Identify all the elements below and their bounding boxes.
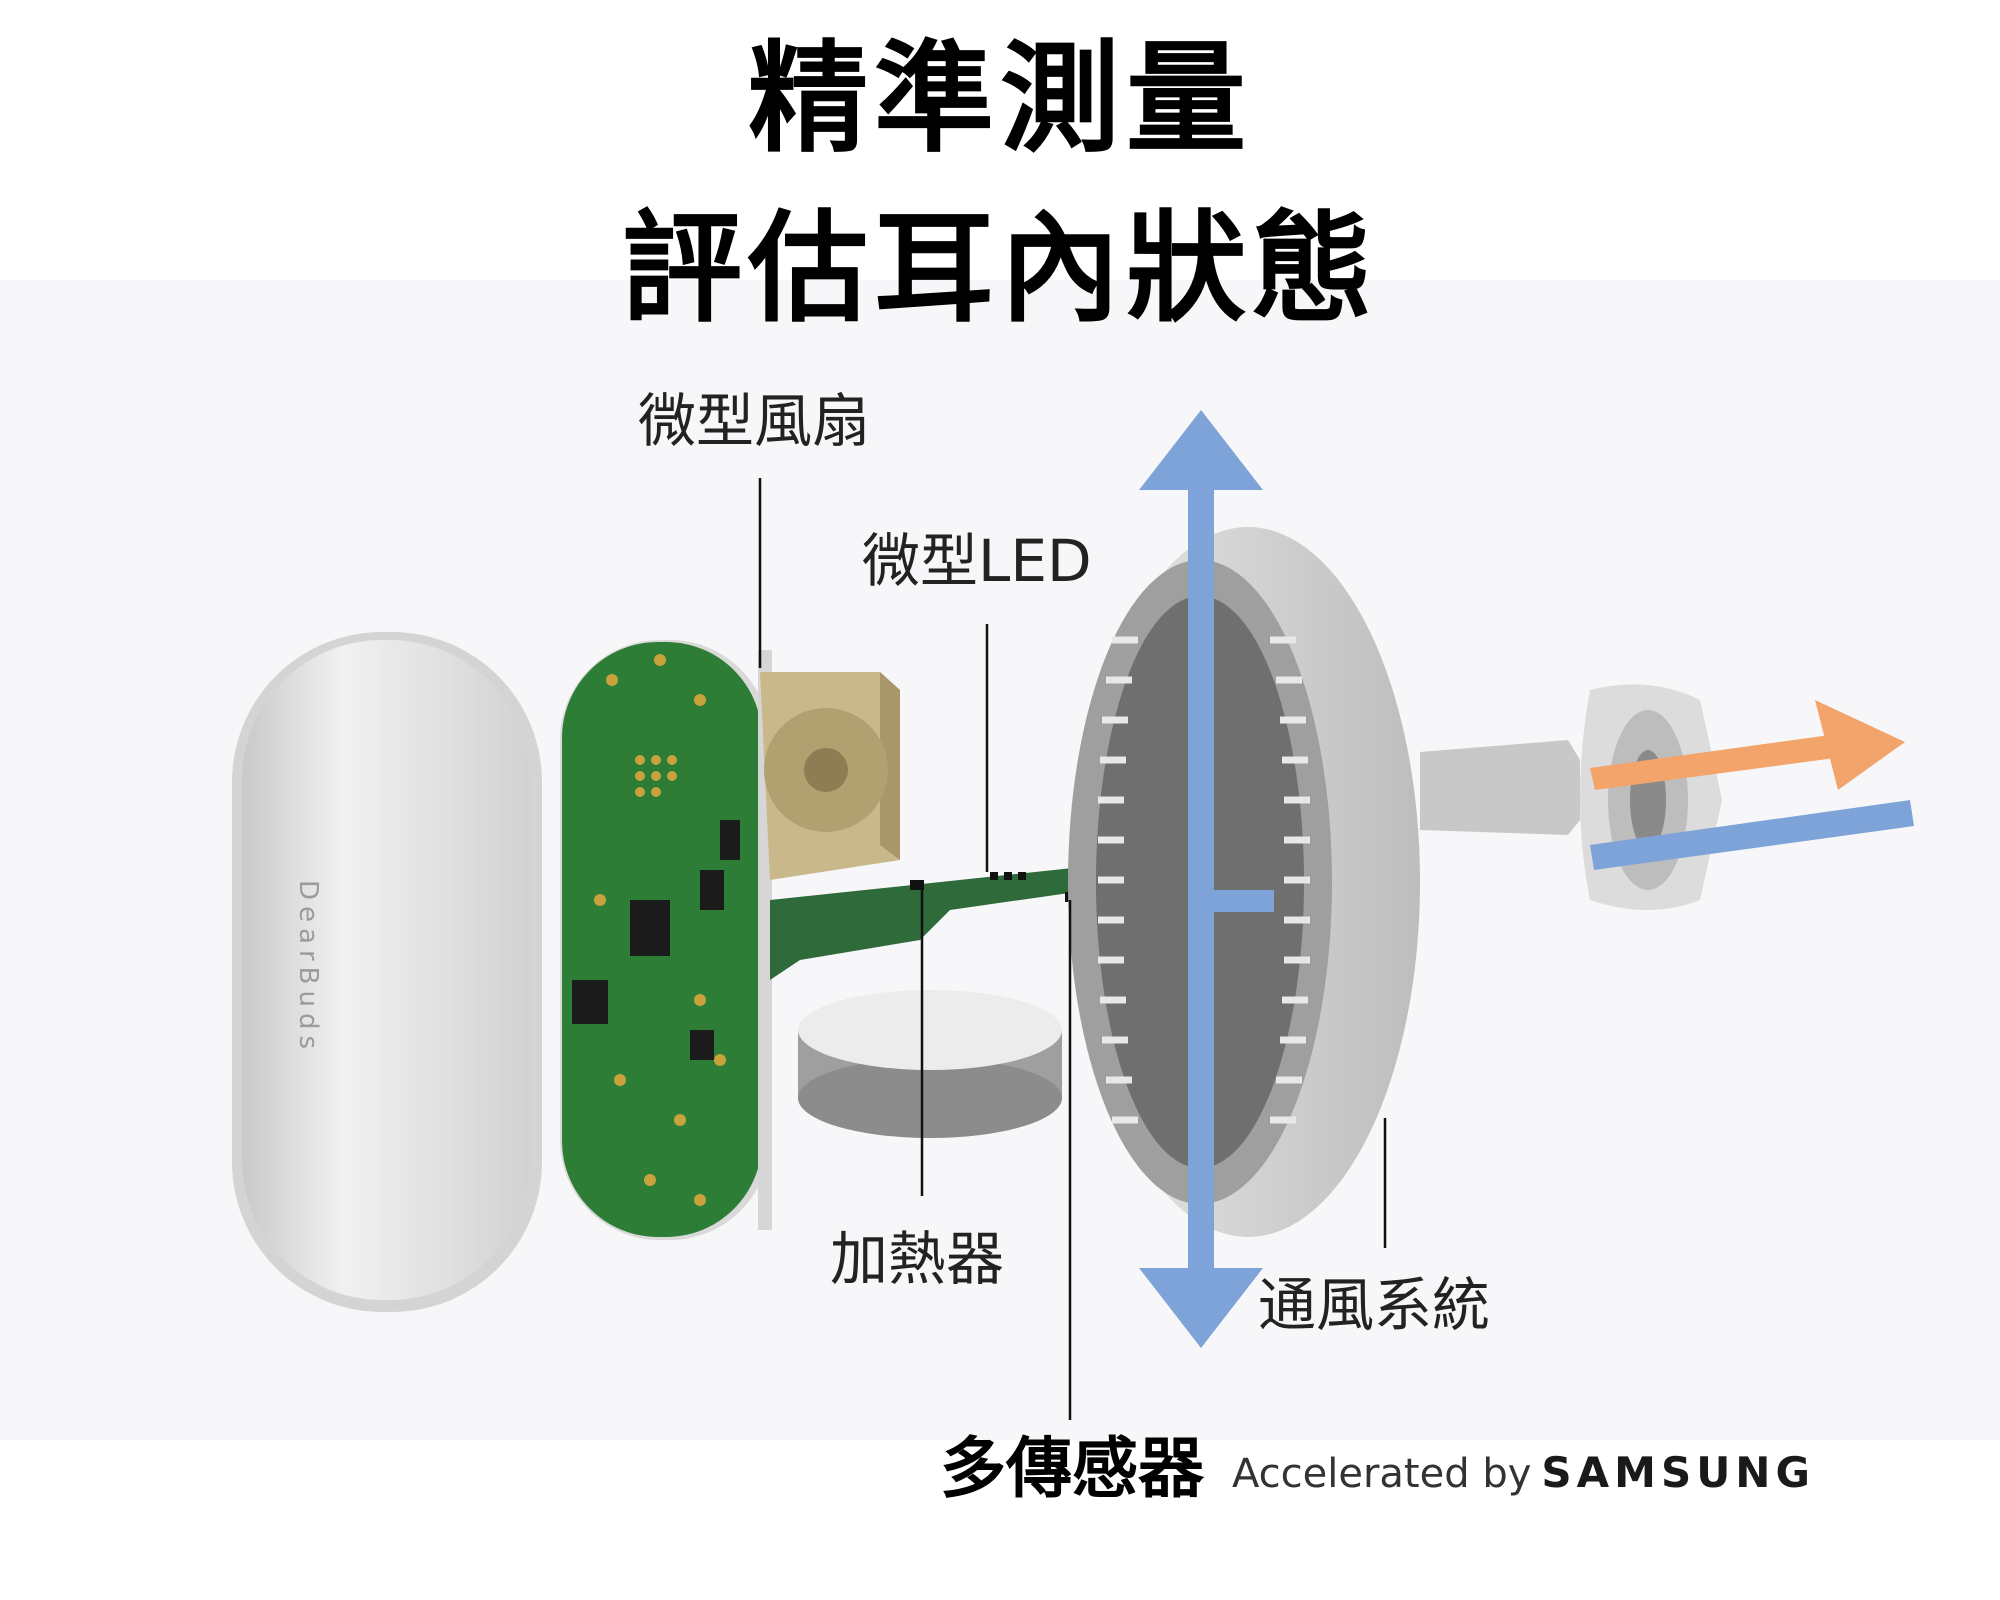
label-micro-led: 微型LED: [862, 527, 1092, 595]
label-ventilation-system: 通風系統: [1258, 1271, 1491, 1339]
ventilation-shell: [1068, 527, 1722, 1237]
label-multi-sensor: 多傳感器: [940, 1430, 1204, 1507]
vent-slots: [1098, 636, 1310, 1124]
title-line-2: 評估耳內狀態: [622, 200, 1378, 339]
airflow-blue-line: [1590, 800, 1914, 870]
micro-fan: [760, 672, 900, 880]
pcb-board: [560, 640, 772, 1240]
samsung-wordmark: SAMSUNG: [1541, 1448, 1815, 1497]
dearbuds-logo: DearBuds: [293, 880, 323, 1055]
heater-disc: [798, 990, 1062, 1138]
footer-prefix: Accelerated by: [1232, 1451, 1532, 1497]
airflow-vertical-arrow: [1139, 410, 1263, 1348]
label-micro-fan: 微型風扇: [638, 387, 871, 455]
earbud-cover: DearBuds: [232, 632, 542, 1312]
leader-lines: [758, 478, 1387, 1420]
airflow-inner-bar: [1214, 890, 1274, 912]
title-line-1: 精準測量: [748, 30, 1252, 169]
label-heater: 加熱器: [830, 1225, 1005, 1293]
airflow-orange-arrow: [1590, 700, 1905, 790]
